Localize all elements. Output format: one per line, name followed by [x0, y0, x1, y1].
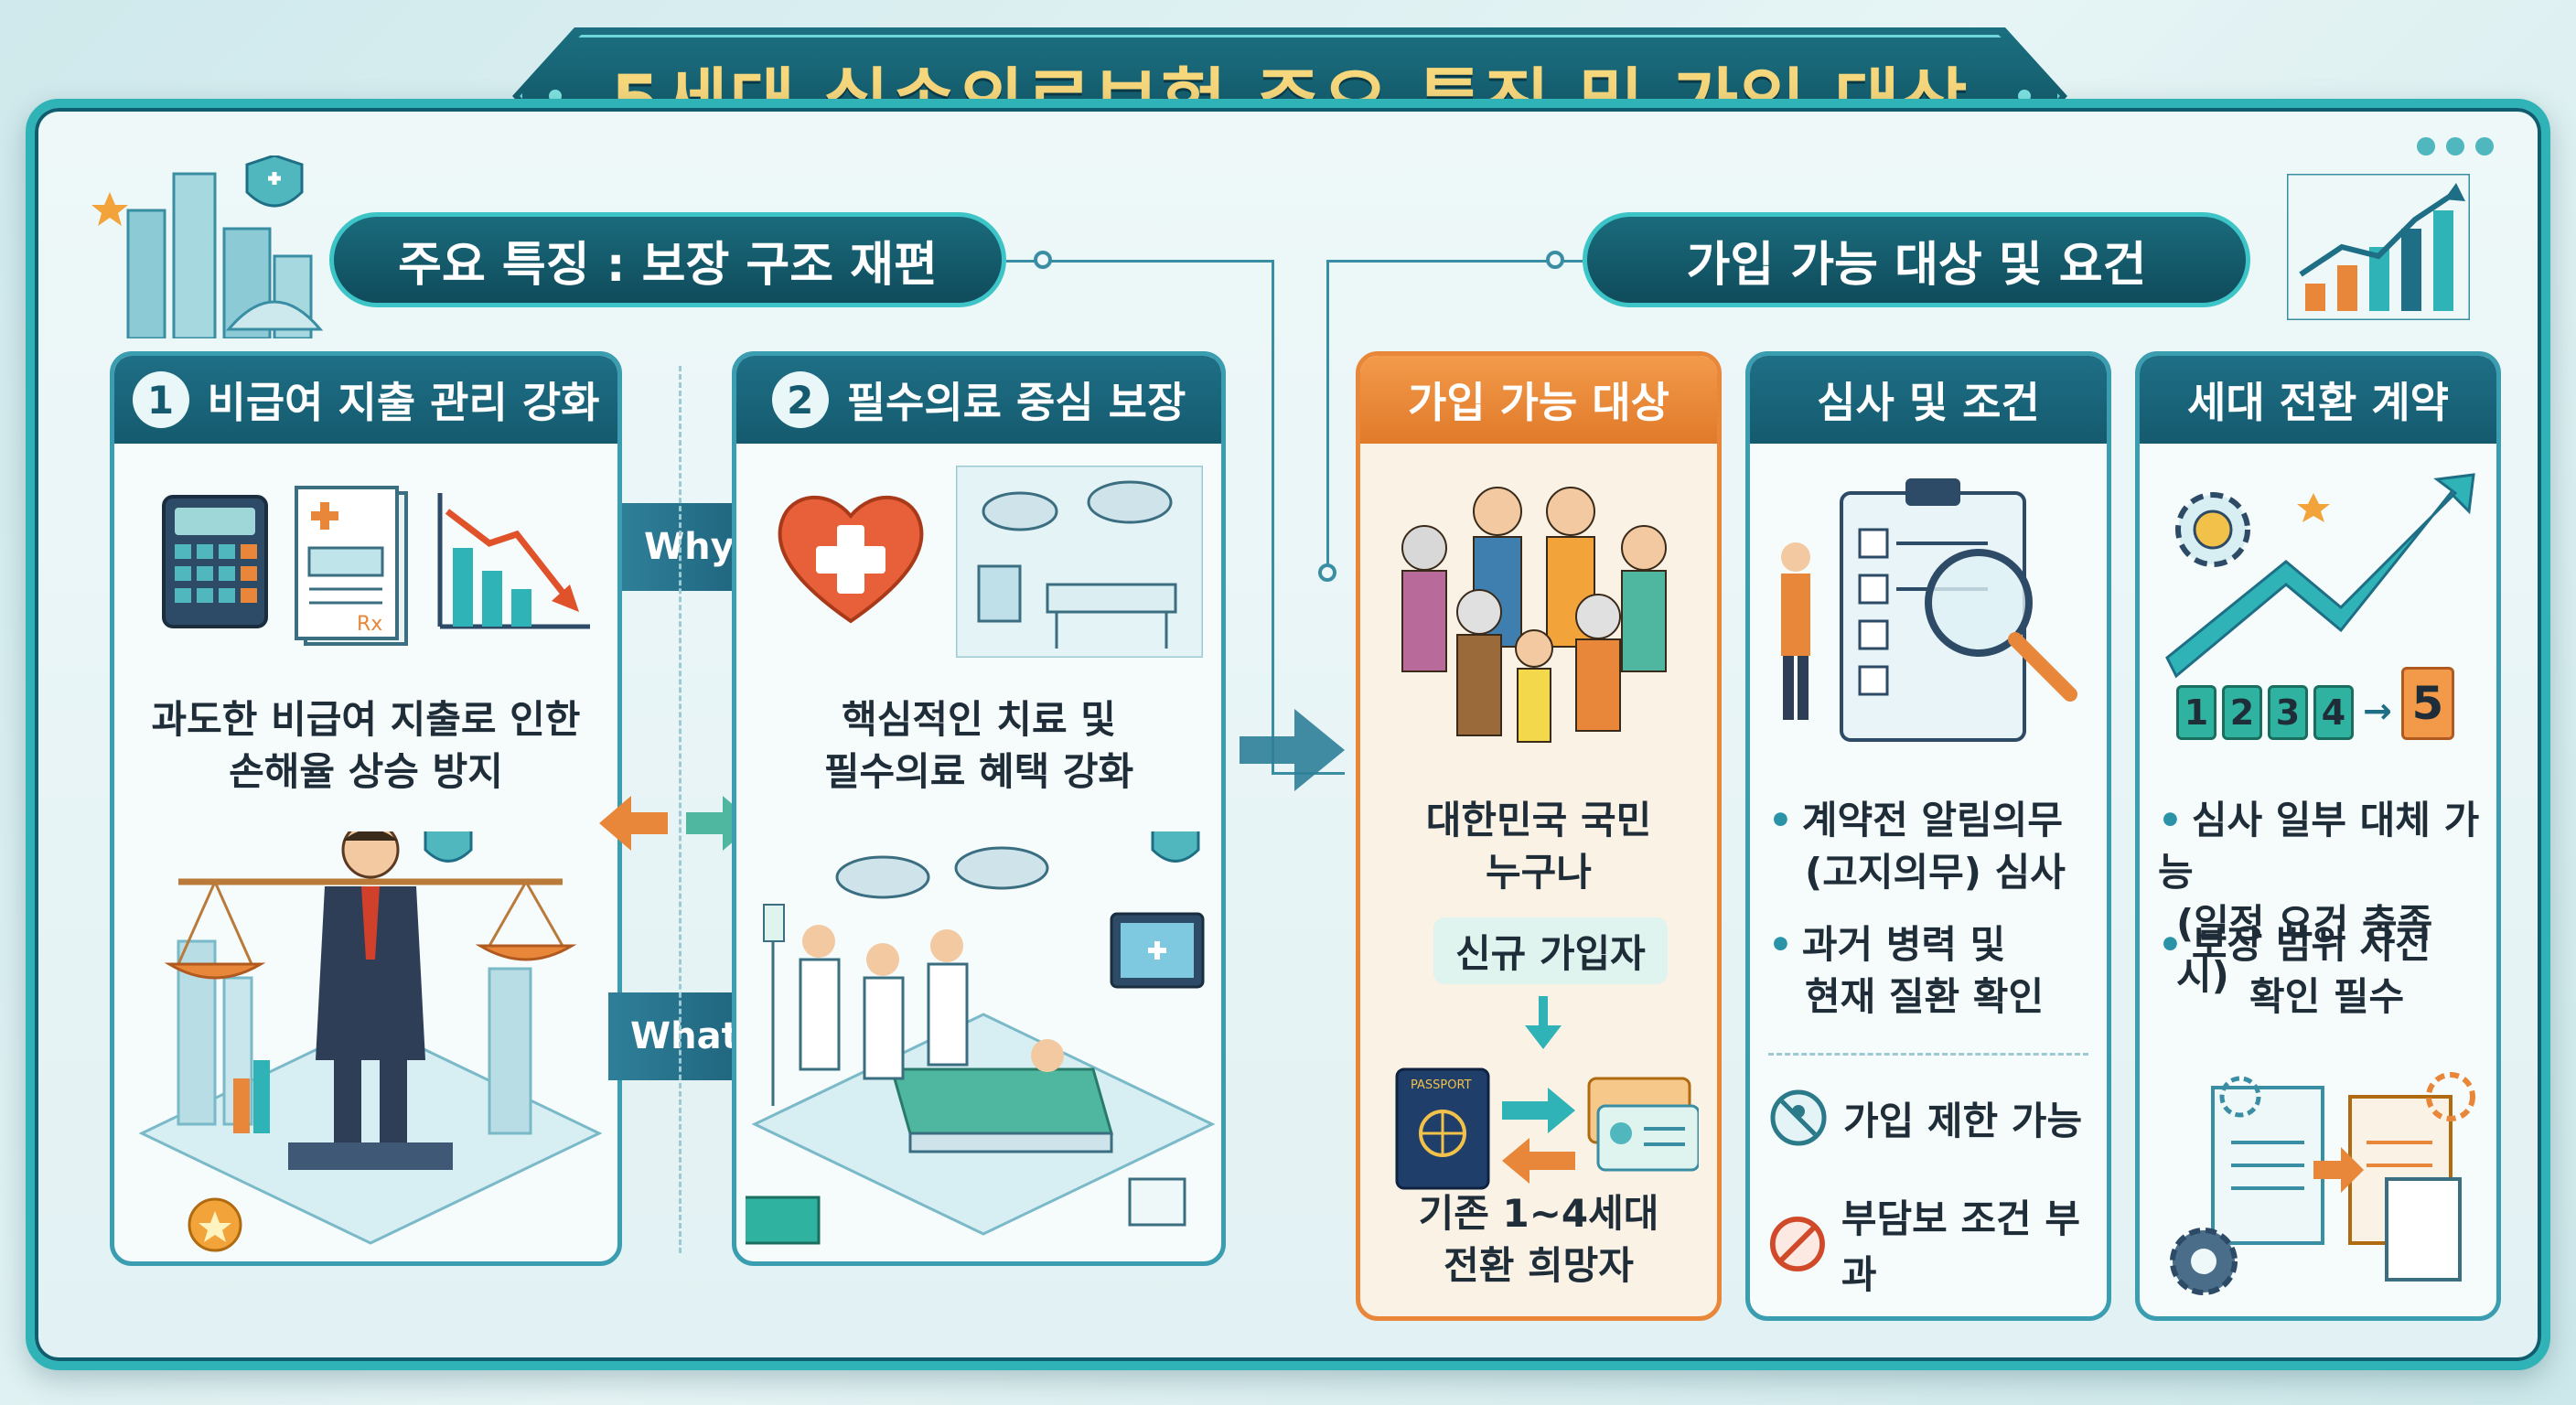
card-header: 가입 가능 대상: [1360, 356, 1717, 444]
number-badge: 1: [132, 371, 189, 428]
text-line: 필수의료 혜택 강화: [823, 748, 1134, 794]
connector-line: [1006, 260, 1272, 263]
operating-room-icon: [956, 466, 1203, 658]
dashed-divider: [1768, 1053, 2088, 1056]
card-noncovered-spending: 1 비급여 지출 관리 강화 Rx 과도한 비급여 지출로 인한 손해율 상승 …: [110, 351, 622, 1266]
heart-cross-icon: [778, 495, 924, 624]
generation-block: 1: [2176, 685, 2216, 740]
bullet-coverage-check: •보장 범위 사전 확인 필수: [2158, 919, 2431, 1023]
svg-text:Rx: Rx: [357, 613, 382, 636]
connector-line: [1272, 260, 1274, 772]
card-description: 대한민국 국민 누구나: [1360, 795, 1717, 898]
card-essential-care: 2 필수의료 중심 보장 핵심적인 치료 및 필수의료 혜택 강화: [732, 351, 1226, 1266]
prohibited-icon: [1769, 1216, 1825, 1272]
card-generation-transition: 세대 전환 계약 1 2 3 4 → 5 •심사 일부 대체 가능 (일정 요건…: [2135, 351, 2501, 1321]
hospital-care-illustration: [746, 831, 1216, 1245]
connector-line: [1326, 260, 1329, 571]
connector-dot: [1318, 563, 1336, 582]
bullet-text: (일정 요건 충족 시): [2176, 901, 2433, 999]
text-line: 손해율 상승 방지: [229, 748, 503, 794]
card-underwriting: 심사 및 조건 •계약전 알림의무 (고지의무) 심사 •과거 병력 및 현재 …: [1745, 351, 2111, 1321]
family-group-icon: [1401, 487, 1667, 743]
city-skyline-icon: [91, 156, 324, 338]
calculator-icon: [162, 495, 268, 628]
bullet-text: (고지의무) 심사: [1805, 849, 2066, 895]
status-exclusion: 부담보 조건 부과: [1768, 1188, 2107, 1300]
generation-block: 2: [2222, 685, 2262, 740]
text-line: 과도한 비급여 지출로 인한: [151, 697, 581, 742]
document-conversion-icon: [2170, 1072, 2475, 1295]
section-title-features: 주요 특징 : 보장 구조 재편: [398, 237, 938, 293]
bullet-text: 계약전 알림의무: [1801, 798, 2063, 842]
declining-chart-icon: [437, 493, 590, 629]
medical-bill-icon: Rx: [295, 486, 408, 646]
card-title: 비급여 지출 관리 강화: [207, 378, 600, 427]
window-dots: [2417, 137, 2494, 156]
connector-dot: [1546, 251, 1564, 269]
text-line: 누구나: [1486, 849, 1592, 895]
businessman-scale-illustration: [138, 831, 603, 1252]
card-title: 세대 전환 계약: [2187, 378, 2449, 427]
generation-blocks: 1 2 3 4 → 5: [2176, 667, 2454, 740]
bullet-history: •과거 병력 및 현재 질환 확인: [1768, 919, 2044, 1023]
card-description: 과도한 비급여 지출로 인한 손해율 상승 방지: [114, 694, 617, 798]
down-arrow-icon: [1525, 996, 1562, 1049]
upgrade-arrow-illustration: [2165, 473, 2475, 679]
status-restriction: 가입 제한 가능: [1768, 1088, 2082, 1148]
bullet-partial-replacement: •심사 일부 대체 가능 (일정 요건 충족 시): [2158, 795, 2496, 1003]
card-eligible-subjects: 가입 가능 대상 대한민국 국민 누구나 신규 가입자 PASSPORT: [1356, 351, 1722, 1321]
status-text: 가입 제한 가능: [1843, 1098, 2083, 1143]
text-line: 핵심적인 치료 및: [842, 697, 1116, 742]
number-badge: 2: [771, 371, 829, 428]
card-header: 2 필수의료 중심 보장: [736, 356, 1221, 444]
restriction-icon: [1770, 1089, 1827, 1146]
card-description: 핵심적인 치료 및 필수의료 혜택 강화: [736, 694, 1221, 798]
arrow-why-label: Why: [644, 526, 735, 568]
section-title-eligibility: 가입 가능 대상 및 요건: [1686, 237, 2147, 293]
card-title: 가입 가능 대상: [1408, 378, 1669, 427]
section-pill-features: 주요 특징 : 보장 구조 재편: [329, 212, 1006, 307]
card-header: 1 비급여 지출 관리 강화: [114, 356, 617, 444]
bullet-text: 확인 필수: [2249, 973, 2405, 1019]
card-header: 심사 및 조건: [1750, 356, 2107, 444]
text-line: 전환 희망자: [1444, 1242, 1634, 1288]
bullet-text: 과거 병력 및: [1801, 922, 2006, 967]
dashed-divider: [679, 366, 682, 1253]
text-line: 대한민국 국민: [1425, 798, 1652, 842]
bullet-text: 보장 범위 사전: [2191, 922, 2431, 967]
bullet-text: 현재 질환 확인: [1805, 973, 2045, 1019]
bullet-text: 심사 일부 대체 가능: [2158, 798, 2480, 895]
clipboard-magnifier-icon: [1781, 478, 2077, 742]
bullet-disclosure: •계약전 알림의무 (고지의무) 심사: [1768, 795, 2066, 898]
card-title: 심사 및 조건: [1817, 378, 2040, 427]
arrow-what-label: What: [630, 1015, 739, 1057]
passport-label: PASSPORT: [1411, 1078, 1472, 1092]
generation-block: 3: [2268, 685, 2308, 740]
target-generation-block: 5: [2400, 667, 2454, 740]
card-title: 필수의료 중심 보장: [846, 378, 1186, 427]
connector-line: [1326, 260, 1583, 263]
right-arrow-icon: [1240, 709, 1345, 791]
growth-chart-icon: [2287, 174, 2470, 320]
status-text: 부담보 조건 부과: [1841, 1196, 2080, 1297]
arrow-glyph: →: [2363, 691, 2392, 731]
generation-block: 4: [2313, 685, 2354, 740]
section-pill-eligibility: 가입 가능 대상 및 요건: [1583, 212, 2250, 307]
card-description-bottom: 기존 1~4세대 전환 희망자: [1360, 1188, 1717, 1292]
text-line: 기존 1~4세대: [1418, 1191, 1659, 1236]
new-subscriber-chip: 신규 가입자: [1433, 917, 1668, 984]
connector-dot: [1034, 251, 1052, 269]
card-header: 세대 전환 계약: [2140, 356, 2496, 444]
passport-transfer-icon: [1395, 1067, 1699, 1190]
